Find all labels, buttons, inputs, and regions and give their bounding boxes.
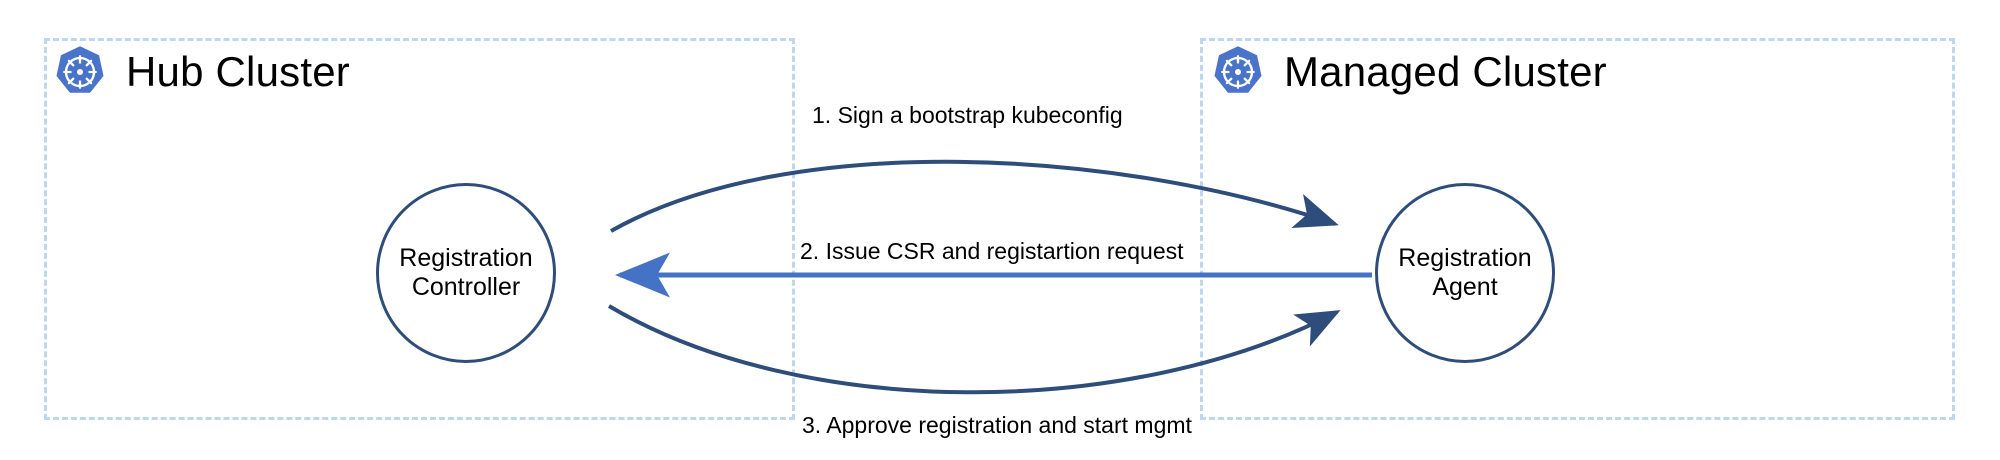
flow-label-1: 1. Sign a bootstrap kubeconfig (812, 102, 1123, 128)
flow-label-3: 3. Approve registration and start mgmt (802, 412, 1192, 438)
flow-arrow-1 (610, 159, 1339, 233)
flow-label-2: 2. Issue CSR and registartion request (800, 238, 1184, 264)
registration-controller-label-line1: Registration (399, 243, 533, 272)
managed-cluster-title: Managed Cluster (1284, 48, 1607, 95)
hub-cluster-title: Hub Cluster (126, 48, 350, 95)
managed-cluster-header: Managed Cluster (1210, 44, 1607, 100)
registration-agent-label-line2: Agent (1432, 273, 1498, 301)
registration-agent-node: Registration Agent (1375, 183, 1555, 363)
kubernetes-icon (1214, 46, 1262, 93)
hub-cluster-header: Hub Cluster (52, 44, 350, 100)
managed-cluster-boundary (1200, 38, 1955, 420)
registration-controller-node: Registration Controller (376, 183, 556, 363)
registration-agent-label-line1: Registration (1398, 243, 1532, 272)
flow-arrow-3 (607, 304, 1341, 395)
registration-controller-label-line2: Controller (411, 273, 521, 301)
kubernetes-icon (56, 46, 104, 93)
hub-cluster-boundary (44, 38, 795, 420)
